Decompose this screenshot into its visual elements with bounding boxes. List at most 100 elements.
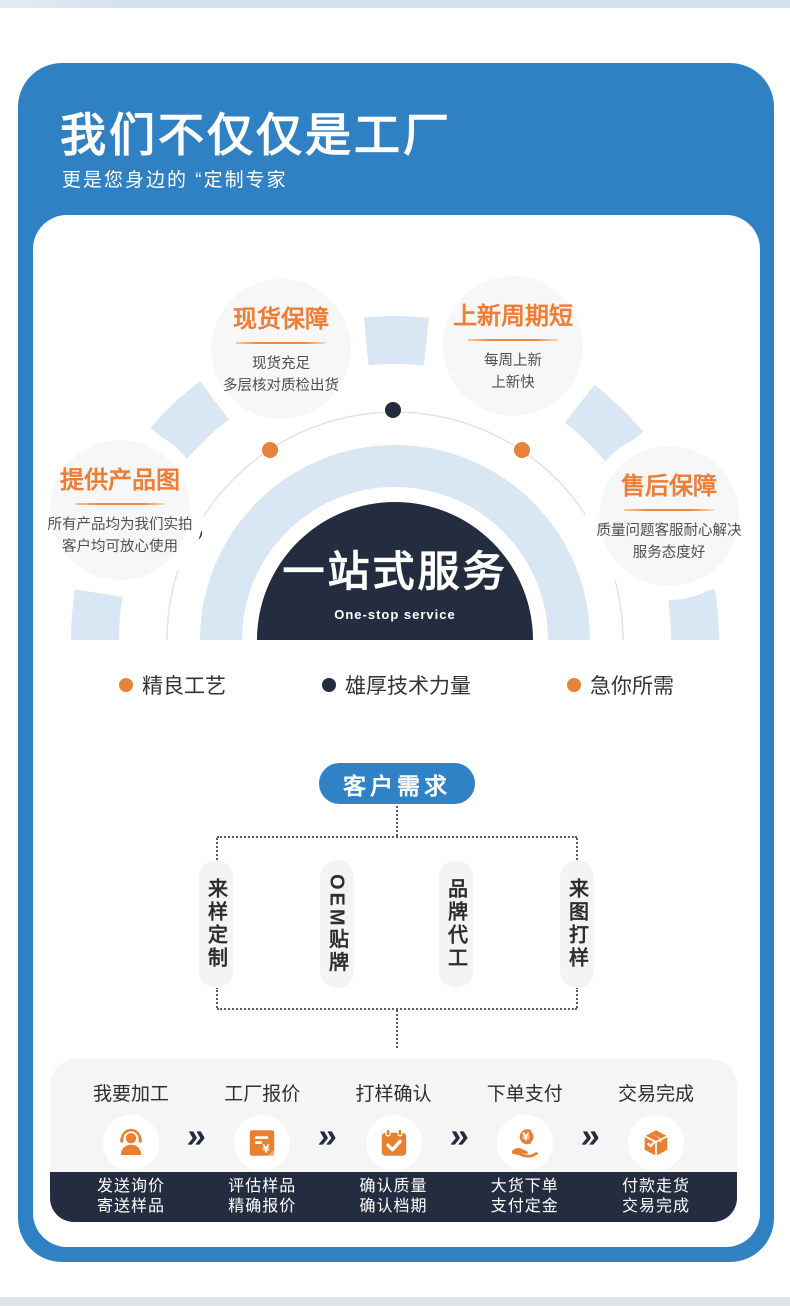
bar-line: 评估样品 xyxy=(228,1178,297,1195)
bubble-line: 所有产品均为我们实拍 xyxy=(47,517,193,533)
dotted-connector-top xyxy=(217,836,577,838)
branch-label: OEM贴牌 xyxy=(325,873,348,975)
branch-pill-oem: OEM贴牌 xyxy=(320,860,354,988)
bubble-divider xyxy=(75,503,165,505)
branch-pill-drawing-sample: 来图打样 xyxy=(560,860,594,988)
customer-needs-pill: 客户需求 xyxy=(319,763,475,804)
bar-line: 付款走货 xyxy=(621,1178,690,1195)
bubble-divider xyxy=(236,342,326,344)
svg-text:¥: ¥ xyxy=(522,1131,530,1144)
bar-cell-done: 付款走货 交易完成 xyxy=(601,1177,711,1217)
branch-pill-brand: 品牌代工 xyxy=(439,860,473,988)
page-bottom-strip xyxy=(0,1297,790,1306)
dotted-connector-left-down xyxy=(216,838,218,860)
double-chevron-right-icon: » xyxy=(316,1117,340,1155)
step-label: 下单支付 xyxy=(486,1084,563,1105)
center-dark-semicircle xyxy=(257,502,533,640)
bar-line: 寄送样品 xyxy=(96,1198,165,1215)
legend-label: 精良工艺 xyxy=(142,675,226,698)
one-stop-service-label: 一站式服务 One-stop service xyxy=(245,538,545,622)
legend-item-craft: 精良工艺 xyxy=(119,670,226,700)
dotted-connector-root xyxy=(396,806,398,836)
step-label: 交易完成 xyxy=(617,1084,694,1105)
feature-bubble-product-photo: 提供产品图 所有产品均为我们实拍 客户均可放心使用 xyxy=(47,440,193,580)
branch-label: 来图打样 xyxy=(565,878,588,970)
bubble-line: 每周上新 xyxy=(484,353,542,369)
bubble-line: 服务态度好 xyxy=(632,545,706,562)
legend-label: 雄厚技术力量 xyxy=(345,675,471,698)
page-top-strip xyxy=(0,0,790,8)
process-step-complete: 交易完成 xyxy=(601,1079,711,1171)
bar-line: 支付定金 xyxy=(490,1198,559,1215)
page-title: 我们不仅仅是工厂 xyxy=(60,109,452,161)
double-chevron-right-icon: » xyxy=(447,1117,471,1155)
navy-dot-icon xyxy=(322,678,336,692)
dotted-connector-right-down2 xyxy=(576,987,578,1008)
content-card: 现货保障 现货充足 多层核对质检出货 上新周期短 每周上新 上新快 提供产品图 … xyxy=(33,215,760,1247)
bar-line: 精确报价 xyxy=(228,1198,297,1215)
feature-bubble-stock: 现货保障 现货充足 多层核对质检出货 xyxy=(211,279,351,419)
bar-line: 交易完成 xyxy=(621,1198,690,1215)
one-stop-subtitle: One-stop service xyxy=(334,607,456,622)
feature-bubble-new-cycle: 上新周期短 每周上新 上新快 xyxy=(443,276,583,416)
process-step-sample-confirm: 打样确认 xyxy=(339,1079,449,1171)
svg-text:¥: ¥ xyxy=(263,1142,271,1155)
feature-bubble-after-sale: 售后保障 质量问题客服耐心解决 服务态度好 xyxy=(596,446,742,586)
bubble-title: 售后保障 xyxy=(621,473,717,500)
calendar-check-icon xyxy=(365,1115,422,1171)
dotted-connector-right-down xyxy=(576,838,578,860)
legend-item-tech: 雄厚技术力量 xyxy=(322,670,471,700)
bubble-divider xyxy=(624,509,714,511)
legend-label: 急你所需 xyxy=(590,675,674,698)
blue-frame-panel: 我们不仅仅是工厂 更是您身边的 “定制专家 xyxy=(18,63,774,1262)
step-label: 打样确认 xyxy=(355,1084,432,1105)
legend-row: 精良工艺 雄厚技术力量 急你所需 xyxy=(33,670,760,700)
process-step-payment: 下单支付 ¥ xyxy=(470,1079,580,1171)
bar-line: 确认质量 xyxy=(359,1178,428,1195)
dot-top-navy xyxy=(385,402,401,418)
bubble-divider xyxy=(468,339,558,341)
orange-dot-icon xyxy=(567,678,581,692)
branch-label: 来样定制 xyxy=(204,878,227,970)
bubble-title: 上新周期短 xyxy=(453,303,573,330)
page-subtitle: 更是您身边的 “定制专家 xyxy=(62,170,288,191)
dotted-connector-left-down2 xyxy=(216,987,218,1008)
package-icon xyxy=(628,1115,684,1171)
bubble-line: 多层核对质检出货 xyxy=(223,378,339,395)
bar-line: 确认档期 xyxy=(359,1198,428,1215)
service-arc-diagram xyxy=(71,316,719,641)
bubble-line: 上新快 xyxy=(491,375,535,392)
bubble-title: 现货保障 xyxy=(233,306,329,333)
bubble-line: 现货充足 xyxy=(252,356,310,372)
bubble-line: 客户均可放心使用 xyxy=(62,539,178,556)
dotted-connector-bottom xyxy=(217,1008,577,1010)
dot-left-orange xyxy=(262,442,278,458)
one-stop-title: 一站式服务 xyxy=(282,548,508,595)
process-step-inquiry: 我要加工 xyxy=(76,1079,186,1171)
customer-service-icon xyxy=(103,1115,159,1171)
process-steps-row: 我要加工 » 工厂报价 xyxy=(50,1059,737,1172)
process-detail-bar: 发送询价 寄送样品 评估样品 精确报价 确认质量 确认档期 大货下单 支付定金 … xyxy=(50,1172,737,1222)
double-chevron-right-icon: » xyxy=(578,1117,602,1155)
outer-arc-segments xyxy=(71,316,719,641)
bubble-title: 提供产品图 xyxy=(60,467,180,494)
orange-dot-icon xyxy=(119,678,133,692)
process-strip: 我要加工 » 工厂报价 xyxy=(50,1059,737,1222)
bar-cell-inquiry: 发送询价 寄送样品 xyxy=(76,1177,186,1217)
bubble-line: 质量问题客服耐心解决 xyxy=(596,523,742,539)
step-label: 工厂报价 xyxy=(224,1084,301,1105)
payment-hand-icon: ¥ xyxy=(496,1115,553,1171)
double-chevron-right-icon: » xyxy=(185,1117,209,1155)
quote-document-icon: ¥ xyxy=(234,1115,291,1171)
bar-cell-confirm: 确认质量 确认档期 xyxy=(339,1177,449,1217)
bar-line: 大货下单 xyxy=(490,1178,559,1195)
bar-line: 发送询价 xyxy=(96,1178,165,1195)
process-step-quote: 工厂报价 ¥ xyxy=(207,1079,317,1171)
dot-lower-left-navy xyxy=(186,525,202,541)
step-label: 我要加工 xyxy=(92,1084,169,1105)
dotted-connector-out xyxy=(396,1010,398,1048)
bar-cell-quote: 评估样品 精确报价 xyxy=(207,1177,317,1217)
dot-right-orange xyxy=(514,442,530,458)
inner-arc-ring xyxy=(200,445,590,641)
legend-item-urgent: 急你所需 xyxy=(567,670,674,700)
